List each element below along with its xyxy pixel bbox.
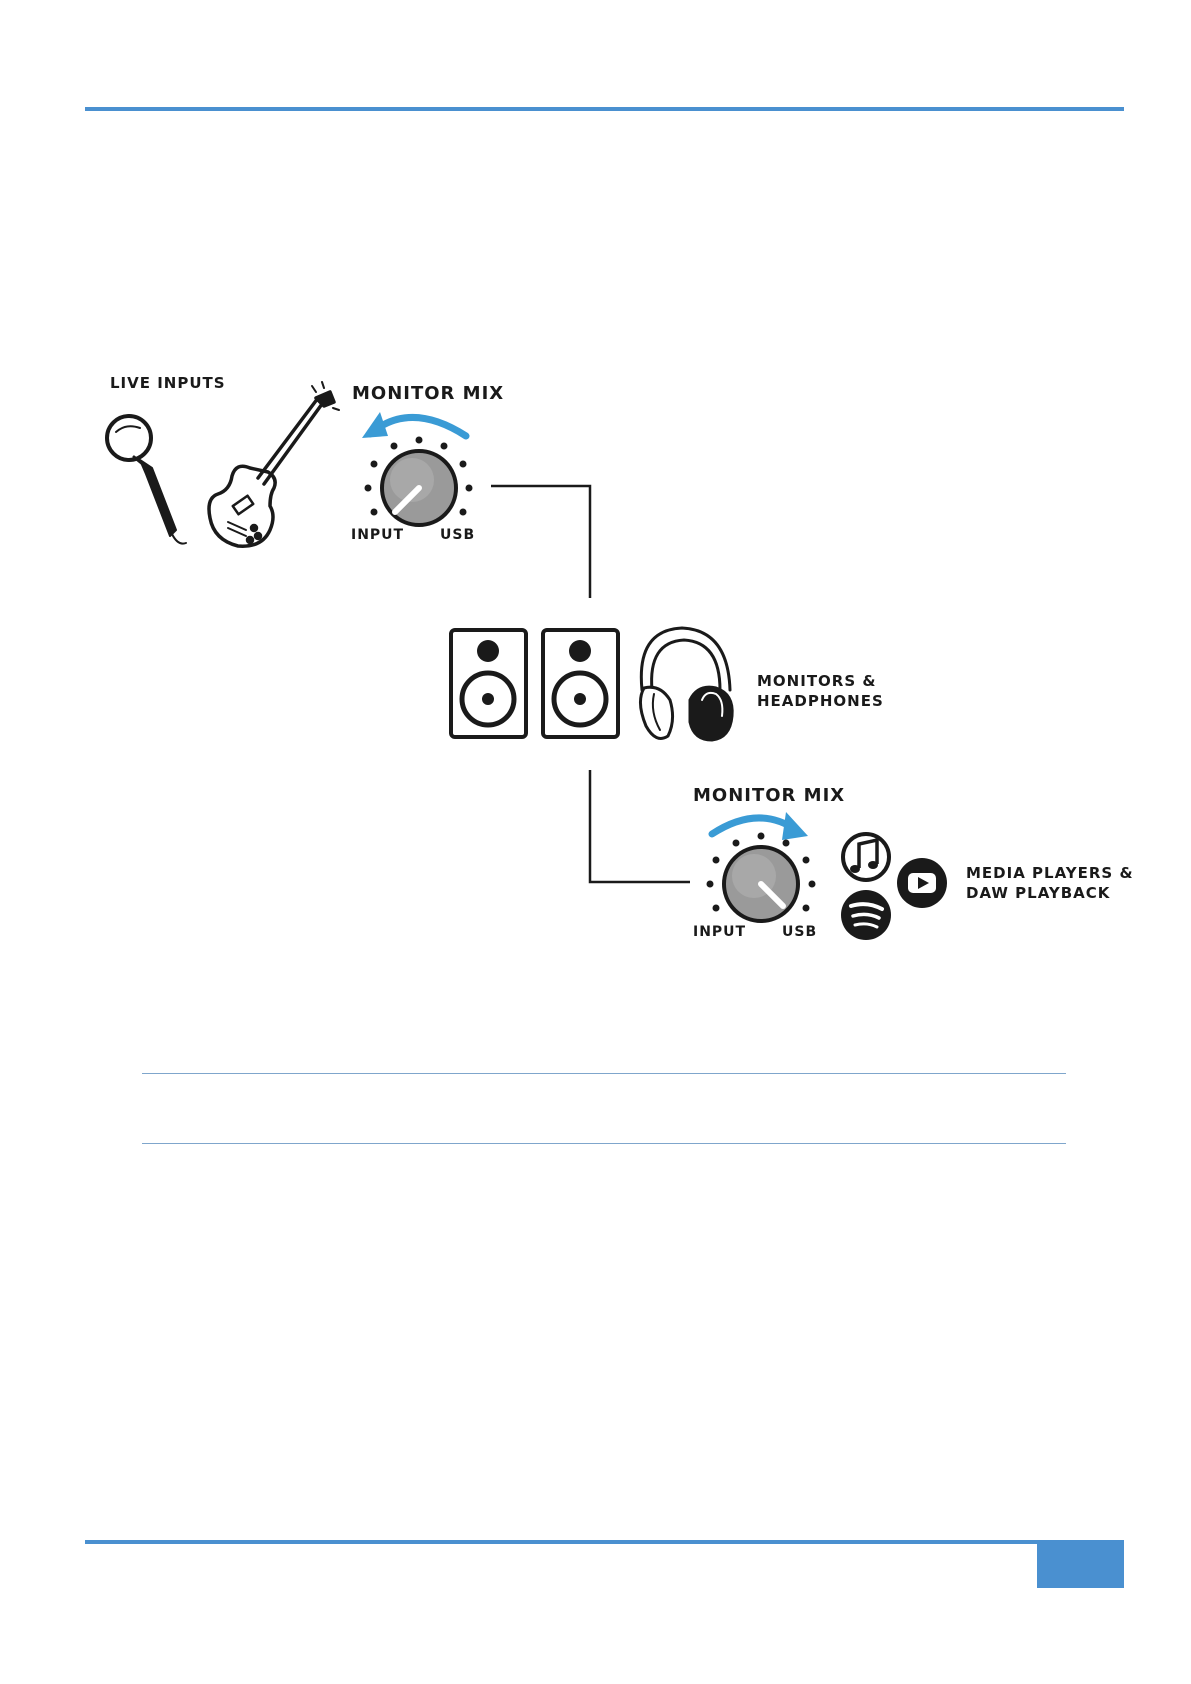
top-monitor-mix-knob [362,412,473,525]
electric-guitar-icon [209,382,339,546]
bottom-knob-usb-label: USB [782,924,817,940]
headphones-icon [640,628,732,740]
top-monitor-mix-title: MONITOR MIX [352,383,504,404]
monitors-headphones-label: MONITORS & HEADPHONES [757,671,884,711]
divider-rule [142,1143,1066,1144]
bottom-monitor-mix-title: MONITOR MIX [693,785,845,806]
microphone-icon [107,416,186,544]
top-knob-input-label: INPUT [351,527,404,543]
top-connector-line [491,486,590,598]
live-inputs-label: LIVE INPUTS [110,374,226,392]
page-number-tab [1037,1540,1124,1588]
monitors-label-line1: MONITORS & [757,671,884,691]
speaker-icon [451,630,526,737]
media-players-label: MEDIA PLAYERS & DAW PLAYBACK [966,863,1134,903]
divider-rule [142,1073,1066,1074]
media-label-line2: DAW PLAYBACK [966,883,1134,903]
top-knob-usb-label: USB [440,527,475,543]
footer-rule [85,1540,1124,1544]
monitors-label-line2: HEADPHONES [757,691,884,711]
bottom-connector-line [590,770,690,882]
bottom-knob-input-label: INPUT [693,924,746,940]
spotify-icon [841,890,891,940]
speaker-icon [543,630,618,737]
youtube-play-icon [897,858,947,908]
bottom-monitor-mix-knob [707,812,816,921]
media-label-line1: MEDIA PLAYERS & [966,863,1134,883]
music-note-icon [843,834,889,880]
